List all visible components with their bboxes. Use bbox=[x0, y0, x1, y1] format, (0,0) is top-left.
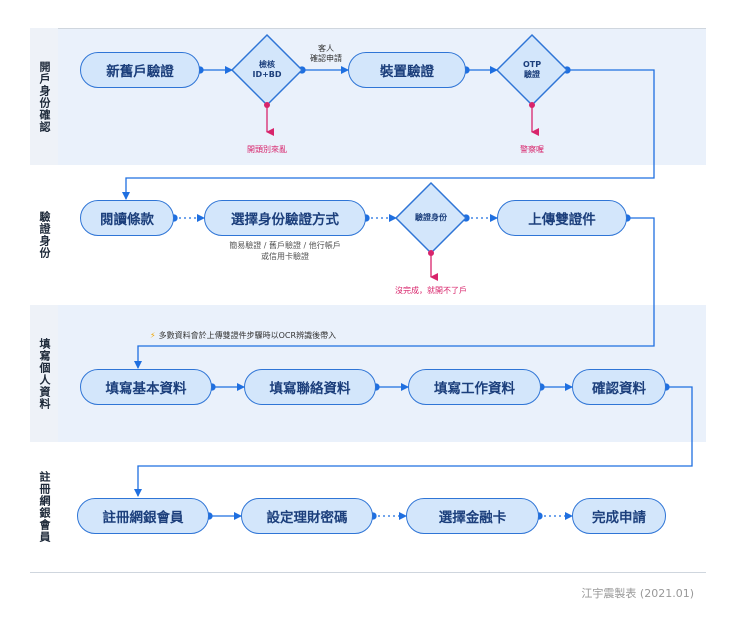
diamond-check-label: 檢核 ID+BD bbox=[232, 35, 302, 105]
lane-label: 驗證身份 bbox=[38, 211, 51, 259]
node-complete: 完成申請 bbox=[572, 498, 666, 534]
node-label: 設定理財密碼 bbox=[266, 510, 348, 526]
node-work-info: 填寫工作資料 bbox=[408, 369, 541, 405]
node-label: 確認資料 bbox=[592, 381, 646, 397]
node-label: 閱讀條款 bbox=[100, 212, 154, 228]
warning-check: 開頭別來亂 bbox=[247, 145, 287, 154]
lane-header-3: 填寫個人資料 bbox=[30, 305, 58, 442]
warning-dot bbox=[264, 102, 270, 108]
node-label: 新舊戶驗證 bbox=[106, 64, 174, 80]
lane-header-1: 開戶身份確認 bbox=[30, 28, 58, 165]
node-register-member: 註冊網銀會員 bbox=[77, 498, 209, 534]
warning-otp: 警察喔 bbox=[520, 145, 544, 154]
node-label: 註冊網銀會員 bbox=[102, 510, 184, 526]
lane-separator bbox=[30, 572, 706, 573]
node-set-password: 設定理財密碼 bbox=[241, 498, 373, 534]
node-label: 完成申請 bbox=[592, 510, 646, 526]
node-read-terms: 閱讀條款 bbox=[80, 200, 174, 236]
node-label: 上傳雙證件 bbox=[528, 212, 596, 228]
node-upload-id: 上傳雙證件 bbox=[497, 200, 627, 236]
edge-label-confirm: 客人 確認申請 bbox=[310, 44, 342, 63]
node-label: 裝置驗證 bbox=[380, 64, 434, 80]
lane-label: 開戶身份確認 bbox=[38, 60, 51, 133]
node-label: 選擇身份驗證方式 bbox=[231, 212, 339, 228]
footer-credit: 江宇震製表 (2021.01) bbox=[581, 587, 694, 600]
lane-label: 註冊網銀會員 bbox=[38, 471, 51, 543]
lane-band-1 bbox=[30, 28, 706, 165]
node-basic-info: 填寫基本資料 bbox=[80, 369, 212, 405]
node-label: 填寫聯絡資料 bbox=[269, 381, 351, 397]
node-label: 填寫基本資料 bbox=[105, 381, 187, 397]
connector-arrow bbox=[122, 69, 655, 200]
warning-verify: 沒完成，就開不了戶 bbox=[395, 286, 467, 295]
warning-dot bbox=[428, 250, 434, 256]
connector-arrow bbox=[134, 217, 655, 369]
diamond-verify-label: 驗證身份 bbox=[396, 183, 466, 253]
diamond-label: 驗證身份 bbox=[415, 213, 447, 222]
node-label: 選擇金融卡 bbox=[438, 510, 507, 526]
node-new-old-customer: 新舊戶驗證 bbox=[80, 52, 200, 88]
diamond-label: 檢核 ID+BD bbox=[252, 60, 282, 79]
warning-dot bbox=[529, 102, 535, 108]
connector-arrow bbox=[134, 386, 693, 497]
diamond-otp-label: OTP 驗證 bbox=[497, 35, 567, 105]
diamond-label: OTP 驗證 bbox=[522, 60, 542, 79]
node-label: 填寫工作資料 bbox=[434, 381, 515, 397]
lane-label: 填寫個人資料 bbox=[38, 337, 51, 410]
lane-header-2: 驗證身份 bbox=[30, 165, 58, 305]
lightning-icon: ⚡ bbox=[150, 331, 156, 340]
lane-header-4: 註冊網銀會員 bbox=[30, 442, 58, 572]
node-select-method: 選擇身份驗證方式 bbox=[204, 200, 366, 236]
tip-ocr: ⚡多數資料會於上傳雙證件步驟時以OCR辨識後帶入 bbox=[150, 331, 337, 340]
node-confirm-info: 確認資料 bbox=[572, 369, 666, 405]
node-select-card: 選擇金融卡 bbox=[406, 498, 539, 534]
lane-separator bbox=[30, 28, 706, 29]
note-verify-methods: 簡易驗證 / 舊戶驗證 / 他行帳戶 或信用卡驗證 bbox=[229, 241, 341, 261]
node-contact-info: 填寫聯絡資料 bbox=[244, 369, 376, 405]
node-device-verify: 裝置驗證 bbox=[348, 52, 466, 88]
